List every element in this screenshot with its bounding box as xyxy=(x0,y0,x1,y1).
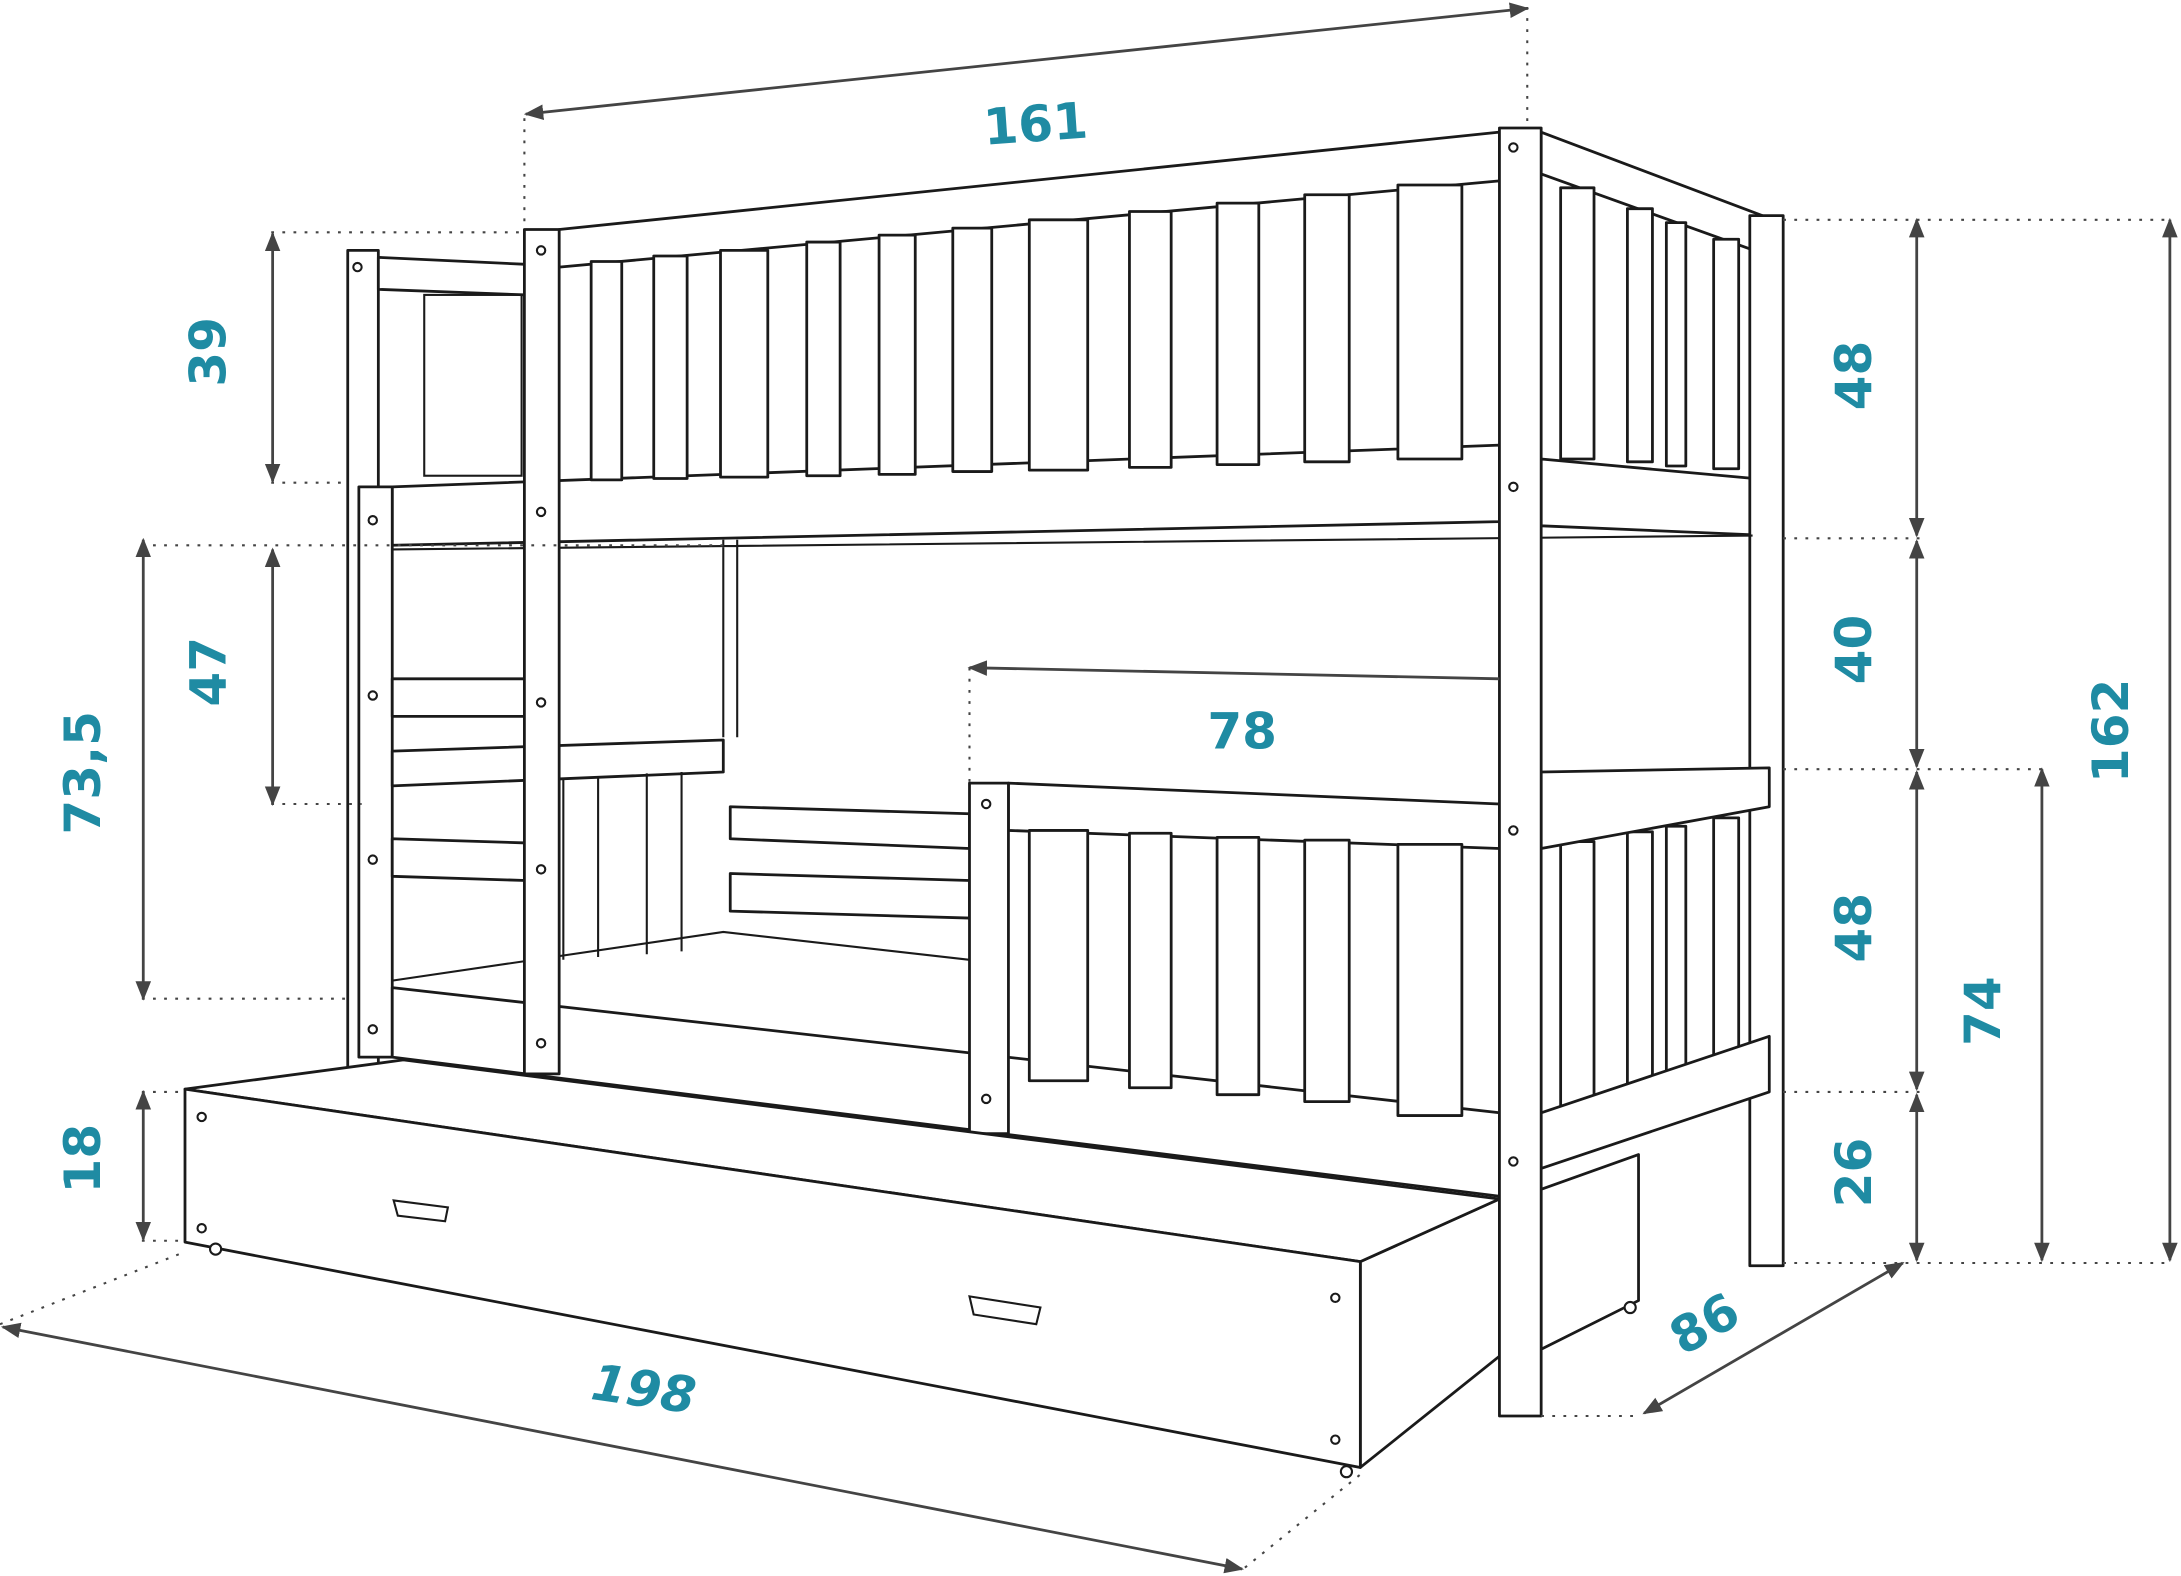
dim-lower-guard: 48 xyxy=(1825,893,1883,963)
bolt-holes xyxy=(352,142,1519,1167)
dim-ladder-upper: 47 xyxy=(179,637,237,707)
extension-lines xyxy=(0,6,2170,1569)
dim-length-top: 161 xyxy=(981,92,1089,157)
arrow-opening-width xyxy=(967,660,1500,681)
dim-depth: 86 xyxy=(1660,1282,1749,1367)
arrow-total-length xyxy=(0,1322,1245,1574)
dim-leg-height: 26 xyxy=(1825,1138,1883,1208)
lower-slats xyxy=(1027,816,1741,1117)
dim-top-guard-right: 48 xyxy=(1825,341,1883,411)
dim-drawer-height: 18 xyxy=(54,1124,112,1194)
upper-slats xyxy=(589,183,1741,482)
dimension-labels: 161 39 47 73,5 78 48 40 48 26 74 162 18 … xyxy=(54,92,2140,1426)
dim-ladder-total: 73,5 xyxy=(54,711,112,835)
drawer-handle-left xyxy=(392,1199,450,1223)
dim-top-guard-height: 39 xyxy=(179,317,237,387)
arrow-length-top xyxy=(523,2,1530,120)
dim-opening-width: 78 xyxy=(1207,702,1277,760)
dim-total-height: 162 xyxy=(2082,679,2140,784)
dim-between-beds: 40 xyxy=(1825,615,1883,685)
dim-total-length: 198 xyxy=(588,1353,700,1425)
arrow-depth xyxy=(1642,1261,1905,1415)
dim-lower-bed-height: 74 xyxy=(1954,976,2012,1046)
bed-drawing xyxy=(183,126,1785,1479)
